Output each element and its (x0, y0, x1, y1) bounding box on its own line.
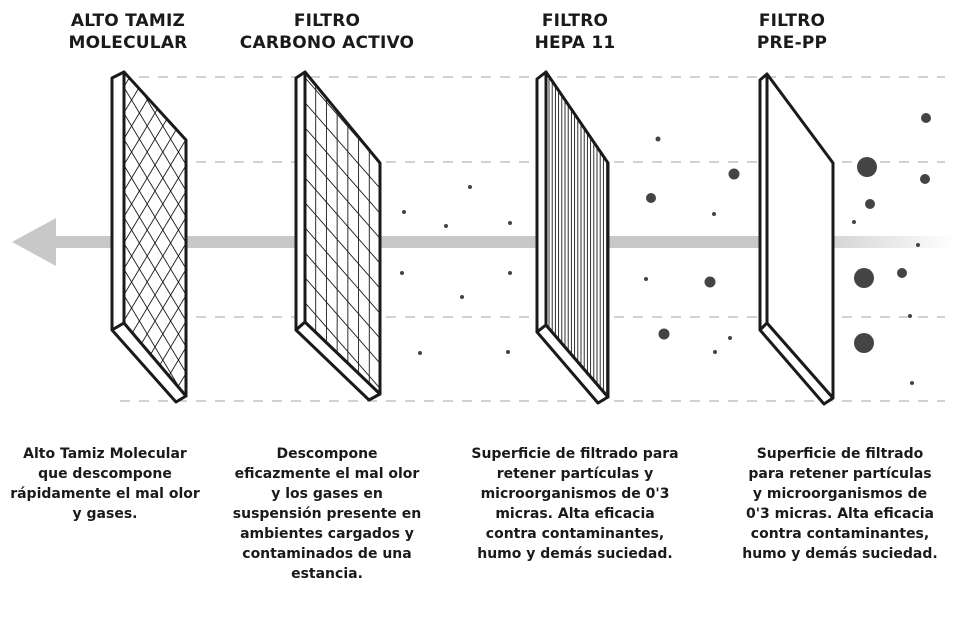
mesh-line (124, 167, 186, 319)
mesh-line (305, 96, 380, 195)
mesh-line (305, 146, 380, 245)
particle (854, 333, 874, 353)
particle (400, 271, 404, 275)
particle (713, 350, 717, 354)
filter-title-line1: FILTRO (758, 11, 826, 31)
filter-title-line1: FILTRO (293, 11, 361, 31)
mesh-line (124, 271, 186, 396)
filter-title-prepp: FILTRO PRE-PP (672, 10, 912, 54)
filter-title-line2: MOLECULAR (68, 33, 188, 53)
filter-description-hepa: Superficie de filtrado para retener part… (471, 446, 679, 562)
mesh-line (124, 323, 186, 396)
particle (658, 328, 670, 340)
particle (418, 351, 422, 355)
particle (460, 295, 464, 299)
particle (644, 277, 648, 281)
particle (506, 350, 510, 354)
panel-edge (110, 70, 126, 332)
particle (852, 220, 856, 224)
filter-title-hepa: FILTRO HEPA 11 (455, 10, 695, 54)
panel-face (303, 70, 382, 396)
airflow-arrow-head (12, 218, 56, 266)
filter-title-line2: HEPA 11 (534, 33, 616, 53)
particle (646, 193, 656, 203)
mesh-line (305, 72, 380, 170)
particle (865, 199, 875, 209)
particle (921, 113, 931, 123)
filter-description-molecular: Alto Tamiz Molecular que descompone rápi… (10, 446, 200, 522)
particle (728, 336, 732, 340)
mesh-line (305, 121, 380, 220)
mesh-line (124, 72, 186, 137)
mesh-line (305, 196, 380, 295)
filter-title-carbon: FILTRO CARBONO ACTIVO (207, 10, 447, 54)
mesh-line (305, 296, 380, 394)
panel-hepa (535, 70, 610, 405)
filter-title-line1: ALTO TAMIZ (70, 11, 186, 31)
filter-description-carbon: Descompone eficazmente el mal olor y los… (232, 446, 422, 582)
panel-face (122, 70, 188, 398)
filter-title-molecular: ALTO TAMIZ MOLECULAR (8, 10, 248, 54)
particle (916, 243, 920, 247)
particle (655, 136, 661, 142)
particle (728, 168, 740, 180)
mesh-line (124, 141, 186, 293)
particle (468, 185, 472, 189)
filter-title-line2: PRE-PP (756, 33, 828, 53)
mesh-line (124, 115, 186, 267)
particle (897, 268, 907, 278)
mesh-line (124, 72, 186, 111)
filter-title-line1: FILTRO (541, 11, 609, 31)
particle (857, 157, 877, 177)
mesh-line (305, 221, 380, 320)
filter-title-line2: CARBONO ACTIVO (239, 33, 415, 53)
particles (348, 113, 931, 385)
mesh-line (305, 171, 380, 270)
panel-pre-filter (758, 72, 835, 406)
particle (402, 210, 406, 214)
mesh-line (305, 246, 380, 345)
particle (444, 224, 448, 228)
mesh-line (305, 271, 380, 370)
airflow-arrow-tail (795, 236, 955, 248)
particle (712, 212, 716, 216)
mesh-line (124, 72, 186, 189)
mesh-line (124, 193, 186, 345)
panel-face (765, 72, 835, 400)
particle (854, 268, 874, 288)
mesh-line (124, 349, 186, 396)
filter-description-prepp: Superficie de filtrado para retener part… (742, 446, 938, 562)
particle (704, 276, 716, 288)
particle (910, 381, 914, 385)
particle (508, 271, 512, 275)
particle (920, 174, 930, 184)
particle (508, 221, 512, 225)
particle (908, 314, 912, 318)
panel-activated-carbon (294, 70, 382, 402)
